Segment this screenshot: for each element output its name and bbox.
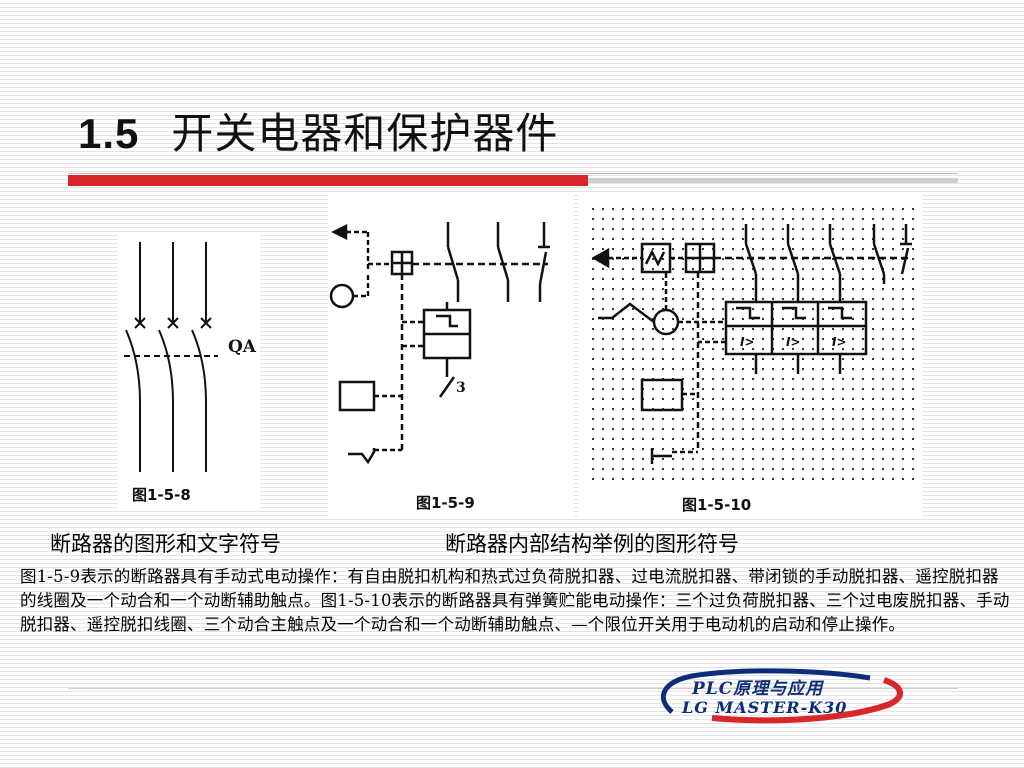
caption-breaker-structure: 断路器内部结构举例的图形符号 bbox=[445, 532, 739, 556]
title-number: 1.5 bbox=[78, 110, 140, 157]
course-logo: PLC原理与应用 LG MASTER-K30 bbox=[652, 668, 910, 724]
figure-breaker-internal-2: I> I> I> 图1-5-10 bbox=[578, 194, 922, 518]
label-3: 3 bbox=[456, 380, 466, 396]
description-paragraph: 图1-5-9表示的断路器具有手动式电动操作：有自由脱扣机构和热式过负荷脱扣器、过… bbox=[20, 567, 1010, 634]
figure-breaker-symbol: QA 图1-5-8 bbox=[118, 232, 260, 508]
caption-fig-1-5-8: 图1-5-8 bbox=[132, 486, 191, 504]
title-accent-bar bbox=[68, 175, 588, 186]
logo-swoosh-icon bbox=[660, 668, 903, 724]
figure-breaker-internal-1: 3 图1-5-9 bbox=[328, 192, 574, 518]
logo-line-2: LG MASTER-K30 bbox=[682, 698, 848, 717]
logo-line-1: PLC原理与应用 bbox=[692, 679, 824, 699]
slide-title: 1.5 开关电器和保护器件 bbox=[78, 100, 558, 161]
caption-fig-1-5-9: 图1-5-9 bbox=[416, 494, 475, 512]
title-text: 开关电器和保护器件 bbox=[171, 109, 559, 158]
svg-text:I>: I> bbox=[740, 335, 755, 349]
footer-rule bbox=[68, 688, 958, 689]
breaker-symbol-diagram: QA 图1-5-8 bbox=[124, 242, 257, 504]
breaker-internal-diagram-1: 3 图1-5-9 bbox=[329, 222, 550, 512]
breaker-internal-diagram-2: I> I> I> 图1-5-10 bbox=[584, 200, 916, 514]
caption-fig-1-5-10: 图1-5-10 bbox=[682, 496, 751, 514]
svg-text:I>: I> bbox=[832, 335, 847, 349]
caption-breaker-symbol: 断路器的图形和文字符号 bbox=[50, 532, 281, 556]
title-gray-bar bbox=[588, 178, 958, 183]
svg-text:I>: I> bbox=[786, 335, 801, 349]
title-rule-thin bbox=[68, 173, 958, 174]
label-qa: QA bbox=[228, 337, 257, 357]
